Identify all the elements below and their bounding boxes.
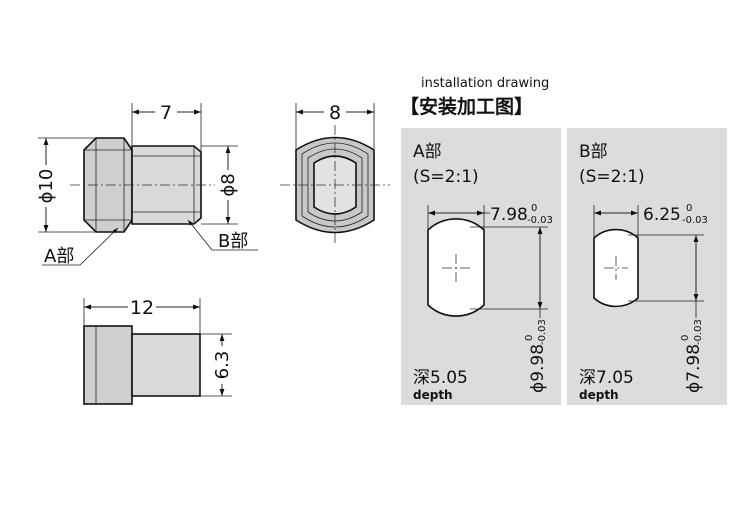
end-view: 8 — [280, 101, 390, 245]
side-view-dim-top: 12 — [130, 297, 154, 319]
header-subtitle: installation drawing — [421, 76, 549, 91]
panel-b-width-lower: -0.03 — [682, 215, 708, 226]
panel-a-height-value: ϕ9.98 — [528, 344, 548, 393]
panel-a-width-upper: 0 — [531, 203, 537, 214]
header-title: 【安装加工图】 — [400, 95, 533, 118]
front-view: 7 ϕ10 ϕ8 A部 B部 — [35, 101, 258, 267]
panel-a-width-lower: -0.03 — [527, 215, 553, 226]
panel-a-depth-value: 深5.05 — [413, 368, 468, 388]
panel-b-title: B部 — [579, 142, 608, 162]
front-view-label-a: A部 — [44, 246, 74, 267]
front-view-dim-top: 7 — [160, 102, 172, 124]
panel-b-scale: (S=2:1) — [579, 167, 645, 187]
side-view: 12 6.3 — [83, 296, 233, 405]
panel-b-width-value: 6.25 — [643, 205, 681, 225]
front-view-dim-right: ϕ8 — [218, 173, 239, 196]
panel-a-title: A部 — [413, 142, 442, 162]
panel-a-width-value: 7.98 — [490, 205, 528, 225]
front-view-label-b: B部 — [218, 231, 248, 252]
panel-b-depth-value: 深7.05 — [579, 368, 634, 388]
front-view-dim-left: ϕ10 — [36, 169, 57, 204]
panel-a-height-upper: 0 — [524, 335, 535, 341]
panel-b: B部 (S=2:1) 6.25 0 -0.03 ϕ7.98 0 -0.03 深7… — [567, 128, 727, 405]
panel-b-width-upper: 0 — [686, 203, 692, 214]
panel-b-height-lower: -0.03 — [693, 319, 704, 345]
panel-b-height-upper: 0 — [680, 335, 691, 341]
side-view-dim-right: 6.3 — [212, 351, 233, 380]
panel-a-depth-label: depth — [413, 388, 453, 402]
panel-b-height-value: ϕ7.98 — [684, 344, 704, 393]
end-view-dim-top: 8 — [329, 102, 341, 124]
panel-a-height-lower: -0.03 — [537, 319, 548, 345]
panel-b-depth-label: depth — [579, 388, 619, 402]
panel-a: A部 (S=2:1) 7.98 0 -0.03 ϕ9.98 0 -0.03 深5… — [401, 128, 561, 405]
panel-a-scale: (S=2:1) — [413, 167, 479, 187]
